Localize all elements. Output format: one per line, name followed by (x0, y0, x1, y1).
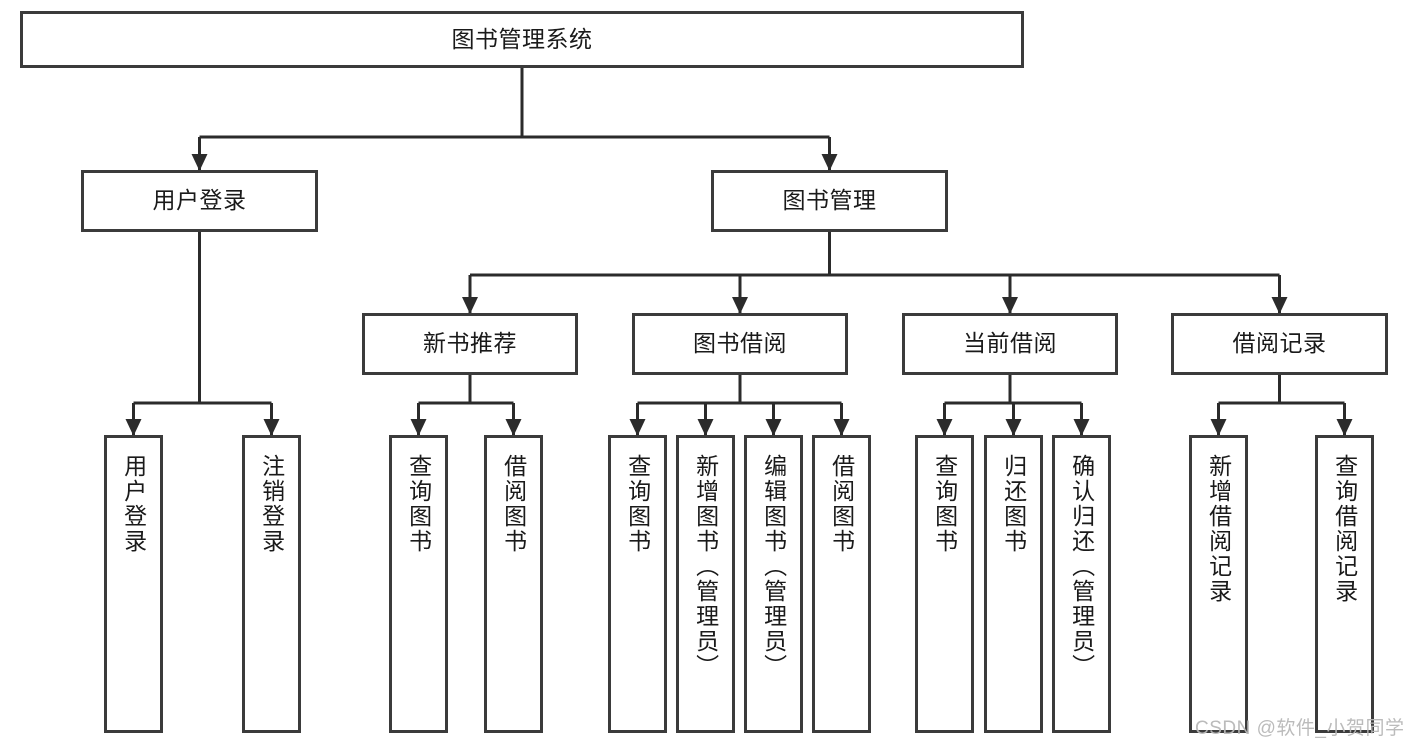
node-leaf-bb-add[interactable]: 新增图书（管理员） (676, 435, 735, 733)
arrowhead-leaf-bb-borrow (833, 419, 850, 436)
arrowhead-user-login (191, 154, 208, 171)
node-leaf-rec-query[interactable]: 查询图书 (389, 435, 448, 733)
node-label-leaf-cb-confirm: 确认归还（管理员） (1068, 454, 1095, 679)
node-label-book-borrow: 图书借阅 (693, 330, 787, 357)
node-label-leaf-rec-query: 查询图书 (405, 454, 432, 554)
node-leaf-bb-query[interactable]: 查询图书 (608, 435, 667, 733)
arrowhead-leaf-rec-query (410, 419, 427, 436)
arrowhead-leaf-br-query (1336, 419, 1353, 436)
arrowhead-leaf-cb-return (1005, 419, 1022, 436)
node-leaf-cb-return[interactable]: 归还图书 (984, 435, 1043, 733)
node-label-current-borrow: 当前借阅 (963, 330, 1057, 357)
node-leaf-br-add[interactable]: 新增借阅记录 (1189, 435, 1248, 733)
node-leaf-bb-edit[interactable]: 编辑图书（管理员） (744, 435, 803, 733)
node-leaf-cb-query[interactable]: 查询图书 (915, 435, 974, 733)
node-user-login[interactable]: 用户登录 (81, 170, 318, 232)
node-label-leaf-rec-borrow: 借阅图书 (500, 454, 527, 554)
node-label-leaf-cb-return: 归还图书 (1000, 454, 1027, 554)
node-leaf-cb-confirm[interactable]: 确认归还（管理员） (1052, 435, 1111, 733)
node-label-book-manage: 图书管理 (782, 187, 877, 214)
arrowhead-leaf-br-add (1210, 419, 1227, 436)
node-borrow-record[interactable]: 借阅记录 (1171, 313, 1388, 375)
node-label-leaf-bb-query: 查询图书 (624, 454, 651, 554)
arrowhead-leaf-cb-query (936, 419, 953, 436)
node-leaf-user-login[interactable]: 用户登录 (104, 435, 163, 733)
arrowhead-leaf-user-login (125, 419, 142, 436)
arrowhead-current-borrow (1002, 297, 1018, 314)
node-current-borrow[interactable]: 当前借阅 (902, 313, 1118, 375)
node-label-root: 图书管理系统 (451, 25, 593, 52)
node-leaf-bb-borrow[interactable]: 借阅图书 (812, 435, 871, 733)
node-new-book-rec[interactable]: 新书推荐 (362, 313, 578, 375)
node-book-borrow[interactable]: 图书借阅 (632, 313, 848, 375)
node-label-user-login: 用户登录 (152, 187, 247, 214)
node-label-leaf-bb-edit: 编辑图书（管理员） (760, 454, 787, 679)
arrowhead-borrow-record (1271, 297, 1288, 314)
node-label-leaf-user-logout: 注销登录 (258, 454, 285, 554)
node-label-leaf-user-login: 用户登录 (120, 454, 147, 554)
node-label-new-book-rec: 新书推荐 (423, 330, 517, 357)
node-leaf-user-logout[interactable]: 注销登录 (242, 435, 301, 733)
node-label-leaf-br-add: 新增借阅记录 (1205, 454, 1232, 604)
node-book-manage[interactable]: 图书管理 (711, 170, 948, 232)
node-root[interactable]: 图书管理系统 (20, 11, 1024, 68)
node-label-leaf-cb-query: 查询图书 (931, 454, 958, 554)
node-leaf-rec-borrow[interactable]: 借阅图书 (484, 435, 543, 733)
arrowhead-leaf-bb-add (697, 419, 714, 436)
node-label-leaf-br-query: 查询借阅记录 (1331, 454, 1358, 604)
arrowhead-leaf-user-logout (263, 419, 280, 436)
csdn-watermark: CSDN @软件_小贺同学 (1195, 718, 1405, 739)
arrowhead-leaf-cb-confirm (1073, 419, 1090, 436)
arrowhead-new-book-rec (462, 297, 478, 314)
node-label-borrow-record: 借阅记录 (1232, 330, 1327, 357)
arrowhead-leaf-bb-query (629, 419, 646, 436)
arrowhead-leaf-bb-edit (765, 419, 782, 436)
node-label-leaf-bb-add: 新增图书（管理员） (692, 454, 719, 679)
arrowhead-leaf-rec-borrow (505, 419, 522, 436)
arrowhead-book-manage (821, 154, 838, 171)
arrowhead-book-borrow (732, 297, 748, 314)
node-leaf-br-query[interactable]: 查询借阅记录 (1315, 435, 1374, 733)
node-label-leaf-bb-borrow: 借阅图书 (828, 454, 855, 554)
